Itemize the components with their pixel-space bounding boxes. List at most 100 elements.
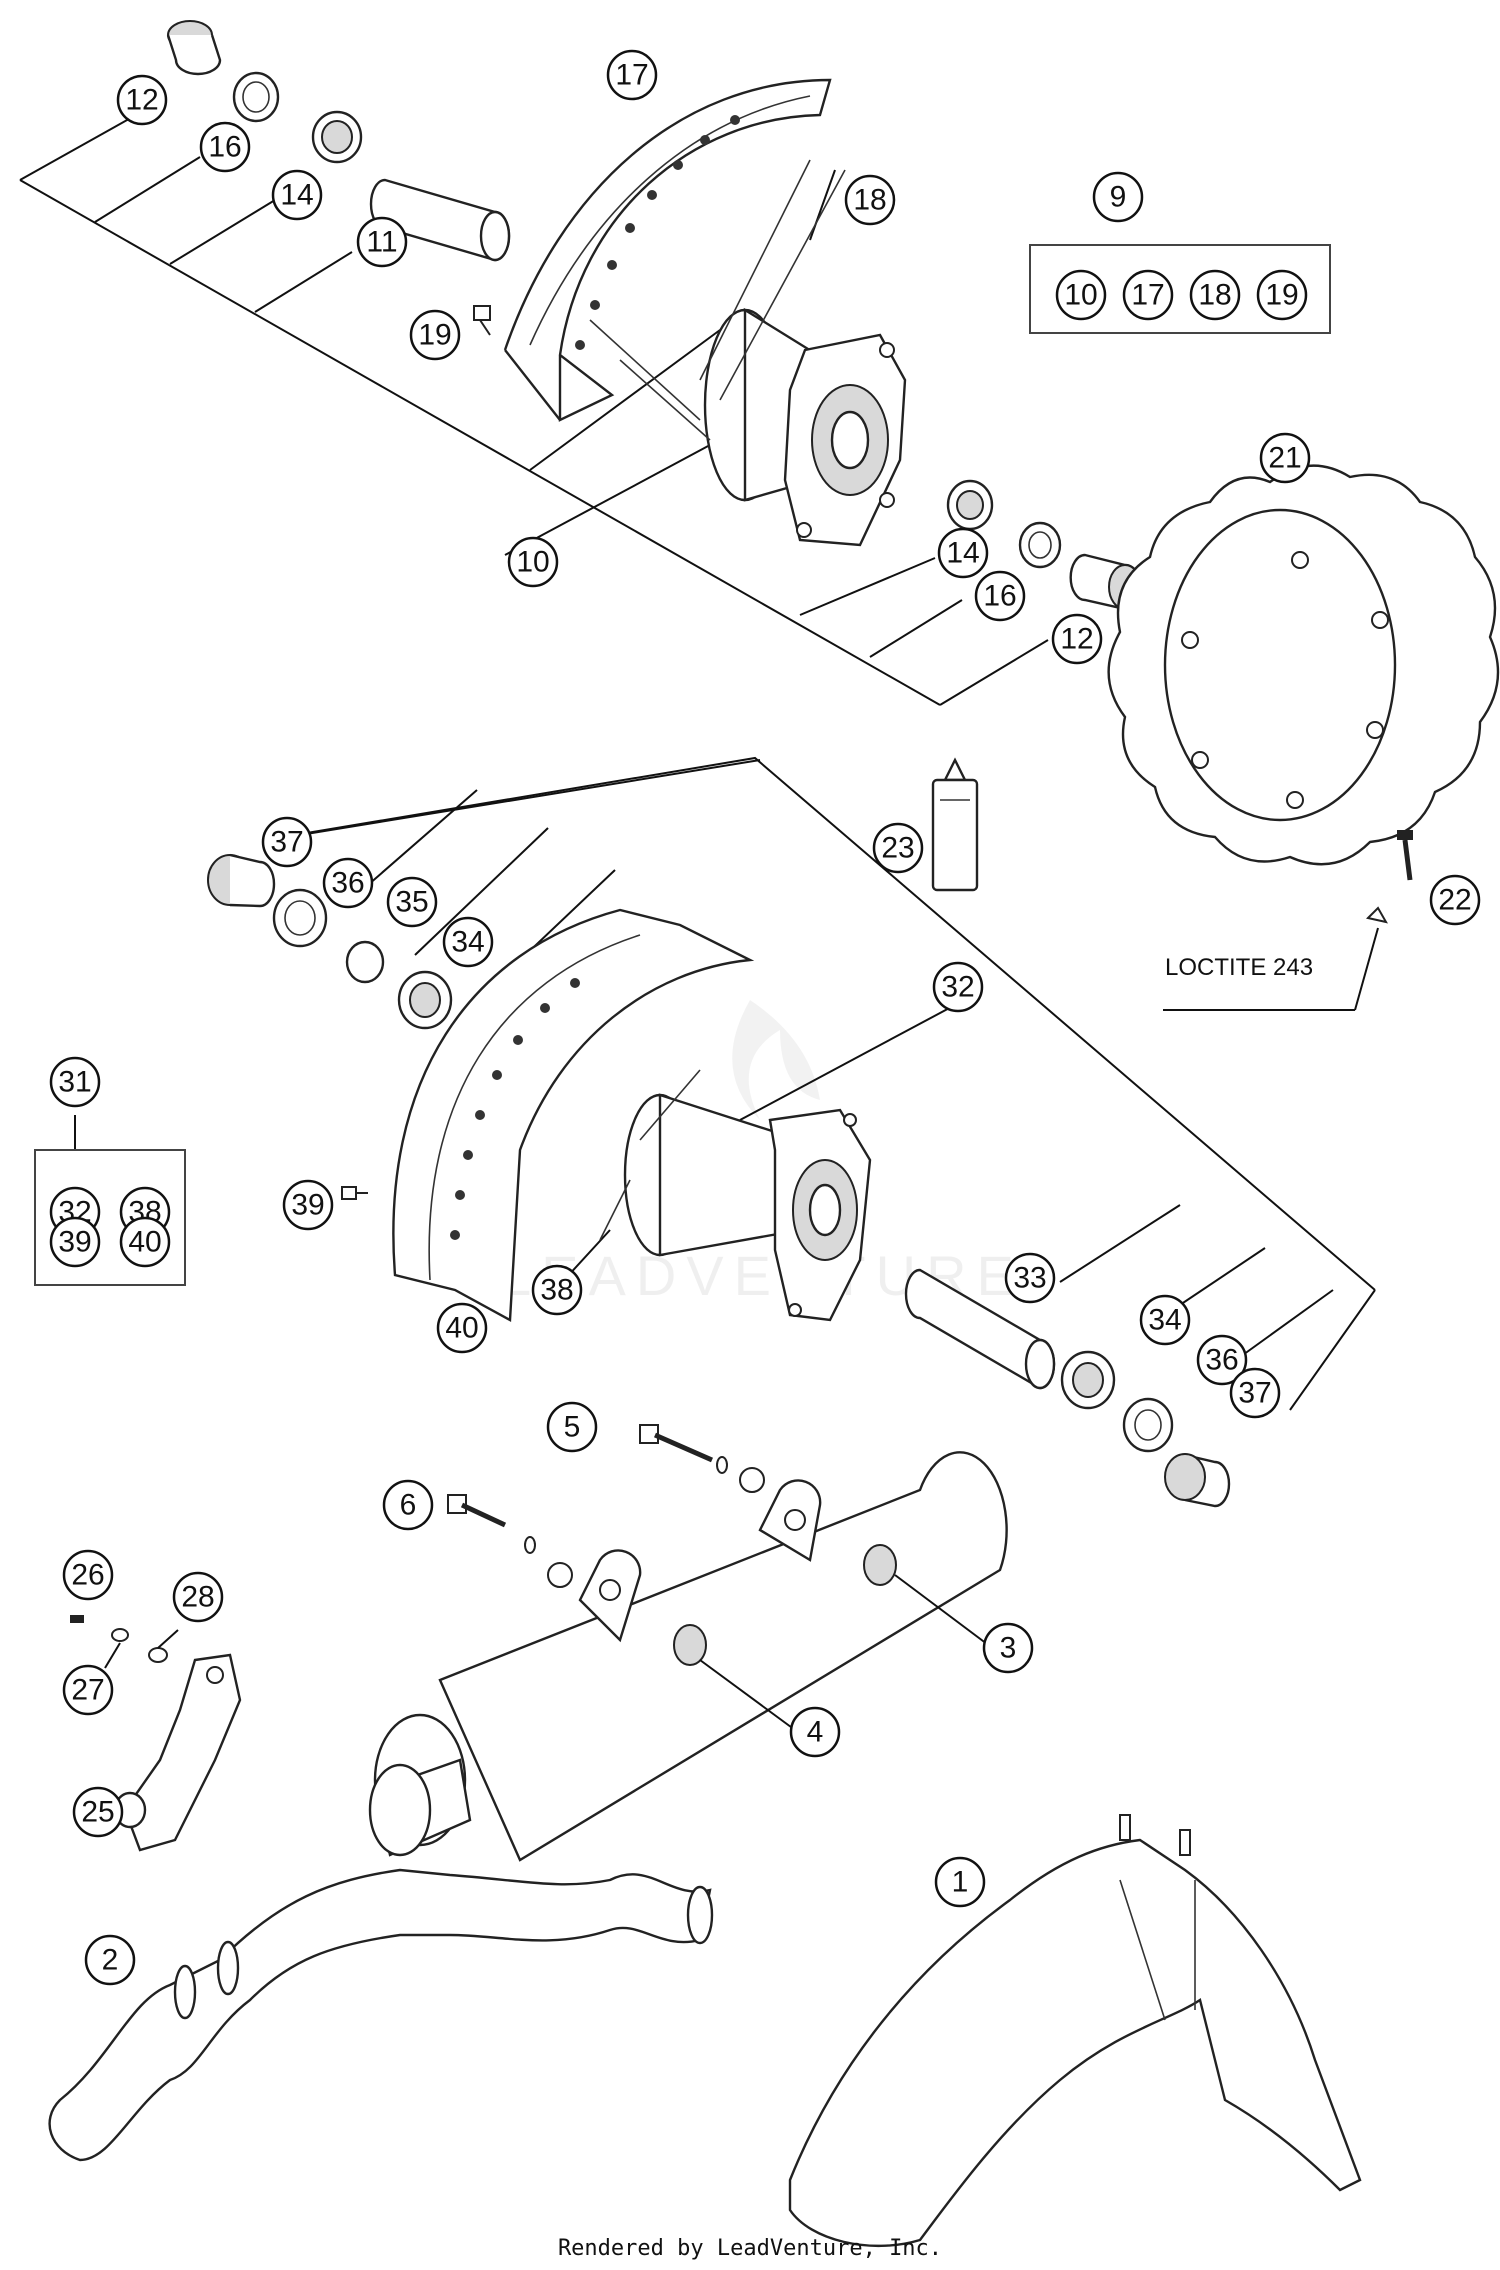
callout-circle <box>937 527 989 579</box>
part-number-label: 12 <box>1060 623 1093 656</box>
callout-circle <box>322 857 374 909</box>
part-number-label: 10 <box>1064 279 1097 312</box>
rear-wheel-kit <box>34 1115 186 1286</box>
callout-f18: 18 <box>844 174 896 226</box>
callout-circle <box>382 1479 434 1531</box>
callout-r38: 38 <box>531 1264 583 1316</box>
callout-circle <box>1429 874 1481 926</box>
part-number-label: 25 <box>81 1796 114 1829</box>
callout-circle <box>974 570 1026 622</box>
callout-f12b: 12 <box>1051 613 1103 665</box>
leader-line <box>254 251 353 313</box>
kit-box <box>1029 244 1331 334</box>
rear-hub-part <box>599 1069 872 1322</box>
heat-shield-assembly <box>70 1615 242 1852</box>
callout-circle <box>116 74 168 126</box>
silencer-bolt-part <box>447 1494 573 1588</box>
callout-p5: 5 <box>546 1401 598 1453</box>
part-number-label: 37 <box>270 826 303 859</box>
callout-f10: 10 <box>507 536 559 588</box>
callout-p1: 1 <box>934 1856 986 1908</box>
bearing-part <box>946 479 994 531</box>
callout-circle <box>356 216 408 268</box>
part-number-label: 19 <box>418 319 451 352</box>
callout-circle <box>932 961 984 1013</box>
seal-part <box>1122 1397 1174 1453</box>
callout-circle <box>507 536 559 588</box>
part-number-label: 18 <box>853 184 886 217</box>
loctite-note: LOCTITE 243 <box>1165 954 1313 981</box>
seal-part <box>272 888 328 948</box>
callout-f19: 19 <box>409 309 461 361</box>
callout-circle <box>606 49 658 101</box>
seal-part <box>232 71 280 123</box>
footer-credit: Rendered by LeadVenture, Inc. <box>558 2236 942 2261</box>
screw-part <box>70 1615 84 1623</box>
front-hub-part <box>589 159 907 547</box>
callout-circle <box>531 1264 583 1316</box>
part-number-label: 12 <box>125 84 158 117</box>
rear-axis-line <box>264 756 1376 1291</box>
callout-circle <box>119 1216 171 1268</box>
nut-part <box>111 1628 129 1642</box>
leader-line <box>809 169 836 241</box>
leader-line <box>299 759 761 836</box>
callout-r35: 35 <box>386 876 438 928</box>
callout-g26: 26 <box>62 1549 114 1601</box>
callout-g25: 25 <box>72 1786 124 1838</box>
callout-r37b: 37 <box>1229 1367 1281 1419</box>
callout-circle <box>442 916 494 968</box>
callout-r31: 31 <box>49 1056 101 1108</box>
spacer-part <box>207 853 276 908</box>
front-wheel-assembly <box>19 20 1331 706</box>
part-number-label: 14 <box>280 179 313 212</box>
callout-circle <box>49 1056 101 1108</box>
leader-line <box>104 1642 121 1669</box>
part-number-label: 39 <box>58 1226 91 1259</box>
callout-circle <box>1055 269 1107 321</box>
callout-circle <box>1256 269 1308 321</box>
front-rim-part <box>503 78 832 422</box>
callout-circle <box>172 1571 224 1623</box>
callout-circle <box>982 1622 1034 1674</box>
part-number-label: 4 <box>807 1716 824 1749</box>
callout-f14b: 14 <box>937 527 989 579</box>
callout-circle <box>844 174 896 226</box>
silencer-assembly <box>368 1424 1008 1862</box>
callout-circle <box>62 1549 114 1601</box>
leader-line <box>169 199 276 265</box>
part-number-label: 28 <box>181 1581 214 1614</box>
part-number-label: 36 <box>1205 1344 1238 1377</box>
part-number-label: 36 <box>331 867 364 900</box>
part-number-label: 16 <box>208 131 241 164</box>
callout-d21: 21 <box>1259 432 1311 484</box>
front-wheel-kit <box>1029 244 1331 334</box>
callout-r36b: 36 <box>1196 1334 1248 1386</box>
bearing-part <box>311 110 363 164</box>
callout-circle <box>546 1401 598 1453</box>
callout-t23: 23 <box>872 822 924 874</box>
bearing-part <box>397 970 453 1030</box>
rear-wheel-assembly <box>34 756 1376 1508</box>
spacer-part <box>166 20 222 76</box>
callout-r40: 40 <box>436 1302 488 1354</box>
front-axis-line <box>19 179 941 706</box>
callout-circle <box>271 169 323 221</box>
callout-k17: 17 <box>1122 269 1174 321</box>
callout-k39: 39 <box>49 1216 101 1268</box>
spoke-nipple-part <box>341 1186 368 1200</box>
callout-p6: 6 <box>382 1479 434 1531</box>
callout-circle <box>386 876 438 928</box>
callout-circle <box>1259 432 1311 484</box>
callout-r32: 32 <box>932 961 984 1013</box>
part-number-label: 14 <box>946 537 979 570</box>
part-number-label: 17 <box>1131 279 1164 312</box>
seal-part <box>1018 521 1062 569</box>
callout-p9: 9 <box>1092 171 1144 223</box>
part-number-label: 1 <box>952 1866 969 1899</box>
part-number-label: 31 <box>58 1066 91 1099</box>
part-number-label: 10 <box>516 546 549 579</box>
callout-k10: 10 <box>1055 269 1107 321</box>
part-number-label: 11 <box>366 226 397 259</box>
kit-box <box>34 1149 186 1286</box>
